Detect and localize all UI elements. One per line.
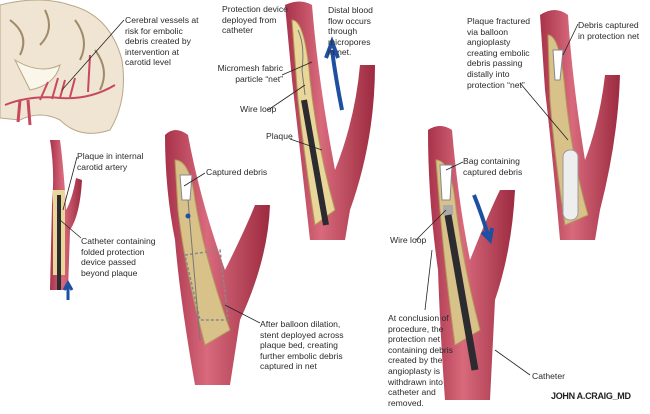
- label-conclusion: At conclusion of procedure, the protecti…: [388, 313, 453, 408]
- label-plaque-fractured: Plaque fractured via balloon angioplasty…: [467, 16, 531, 90]
- leader-lines: [59, 19, 579, 376]
- vessel-panel-4: [428, 126, 515, 400]
- label-bag: Bag containing captured debris: [463, 156, 523, 177]
- artist-signature: JOHN A.CRAIG_MD: [551, 391, 631, 401]
- label-catheter: Catheter: [532, 371, 565, 381]
- label-distal-flow: Distal blood flow occurs through micropo…: [328, 5, 373, 58]
- vessel-panel-5: [540, 10, 620, 240]
- label-debris-captured: Debris captured in protection net: [578, 20, 640, 41]
- label-micromesh: Micromesh fabric particle “net”: [217, 63, 283, 84]
- label-plaque-internal: Plaque in internal carotid artery: [77, 151, 144, 172]
- label-wire-loop-1: Wire loop: [240, 104, 277, 114]
- label-catheter-folded: Catheter containing folded protection de…: [81, 236, 156, 278]
- label-after-balloon: After balloon dilation, stent deployed a…: [260, 319, 344, 372]
- vessel-panel-2: [165, 130, 270, 385]
- vessel-panel-3: [285, 1, 375, 240]
- label-protection-device: Protection device deployed from catheter: [222, 4, 288, 36]
- label-wire-loop-2: Wire loop: [390, 235, 427, 245]
- brain-section: [0, 0, 124, 134]
- vessel-panel-1: [50, 140, 82, 300]
- label-plaque: Plaque: [266, 131, 293, 141]
- label-captured-debris: Captured debris: [206, 167, 268, 177]
- label-cerebral-vessels: Cerebral vessels at risk for embolic deb…: [125, 15, 199, 68]
